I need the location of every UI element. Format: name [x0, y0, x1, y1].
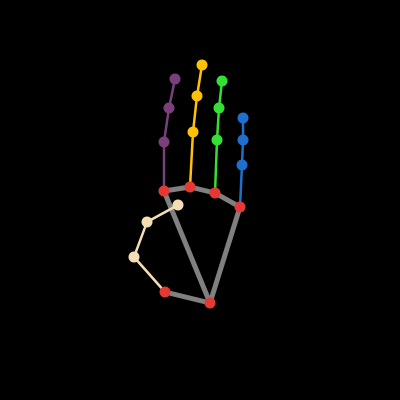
middle-finger-joint — [196, 59, 208, 71]
index-finger-joint — [158, 136, 170, 148]
thumb-joint — [172, 199, 184, 211]
thumb-joint — [141, 216, 153, 228]
thumb-joint — [128, 251, 140, 263]
palm-connection — [162, 289, 213, 306]
ring-finger-bone — [213, 138, 219, 195]
pinky-finger-joint — [237, 112, 249, 124]
palm-joint — [204, 297, 216, 309]
ring-finger-joint — [216, 75, 228, 87]
thumb-bone — [132, 255, 167, 294]
palm-joint — [159, 286, 171, 298]
palm-joint — [209, 187, 221, 199]
thumb-bone — [145, 203, 180, 224]
middle-finger-bone — [188, 130, 195, 189]
index-finger-joint — [163, 102, 175, 114]
middle-finger-joint — [191, 90, 203, 102]
palm-connection — [207, 204, 243, 306]
pinky-finger-joint — [237, 134, 249, 146]
palm-joint — [158, 185, 170, 197]
thumb-bone — [132, 220, 149, 259]
pinky-finger-bone — [238, 163, 244, 209]
palm-joint — [234, 201, 246, 213]
ring-finger-joint — [211, 134, 223, 146]
palm-joint — [184, 181, 196, 193]
middle-finger-joint — [187, 126, 199, 138]
middle-finger-bone — [191, 94, 199, 134]
pinky-finger-joint — [236, 159, 248, 171]
index-finger-bone — [162, 106, 171, 144]
ring-finger-joint — [213, 102, 225, 114]
index-finger-joint — [169, 73, 181, 85]
